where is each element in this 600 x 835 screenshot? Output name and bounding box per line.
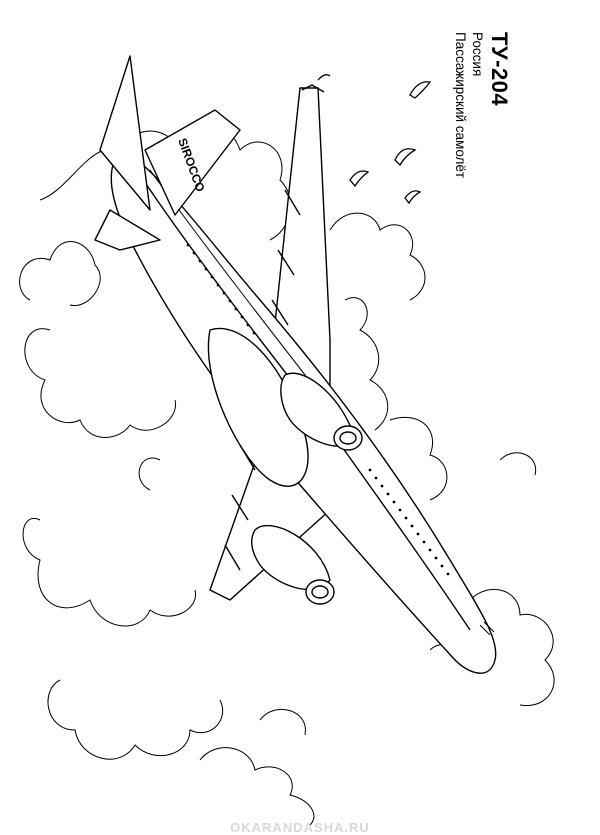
bird-silhouettes [317, 74, 432, 205]
cloud-outlines [19, 123, 555, 826]
aircraft-country: Россия [470, 32, 485, 77]
aircraft-title: ТУ-204 [487, 32, 512, 107]
aircraft-caption: ТУ-204 Россия Пассажирский самолёт [446, 32, 512, 362]
aircraft-tu204 [94, 55, 497, 674]
site-watermark: OKARANDASHA.RU [230, 820, 370, 835]
aircraft-description: Пассажирский самолёт [453, 32, 468, 179]
cabin-windows [186, 243, 450, 576]
